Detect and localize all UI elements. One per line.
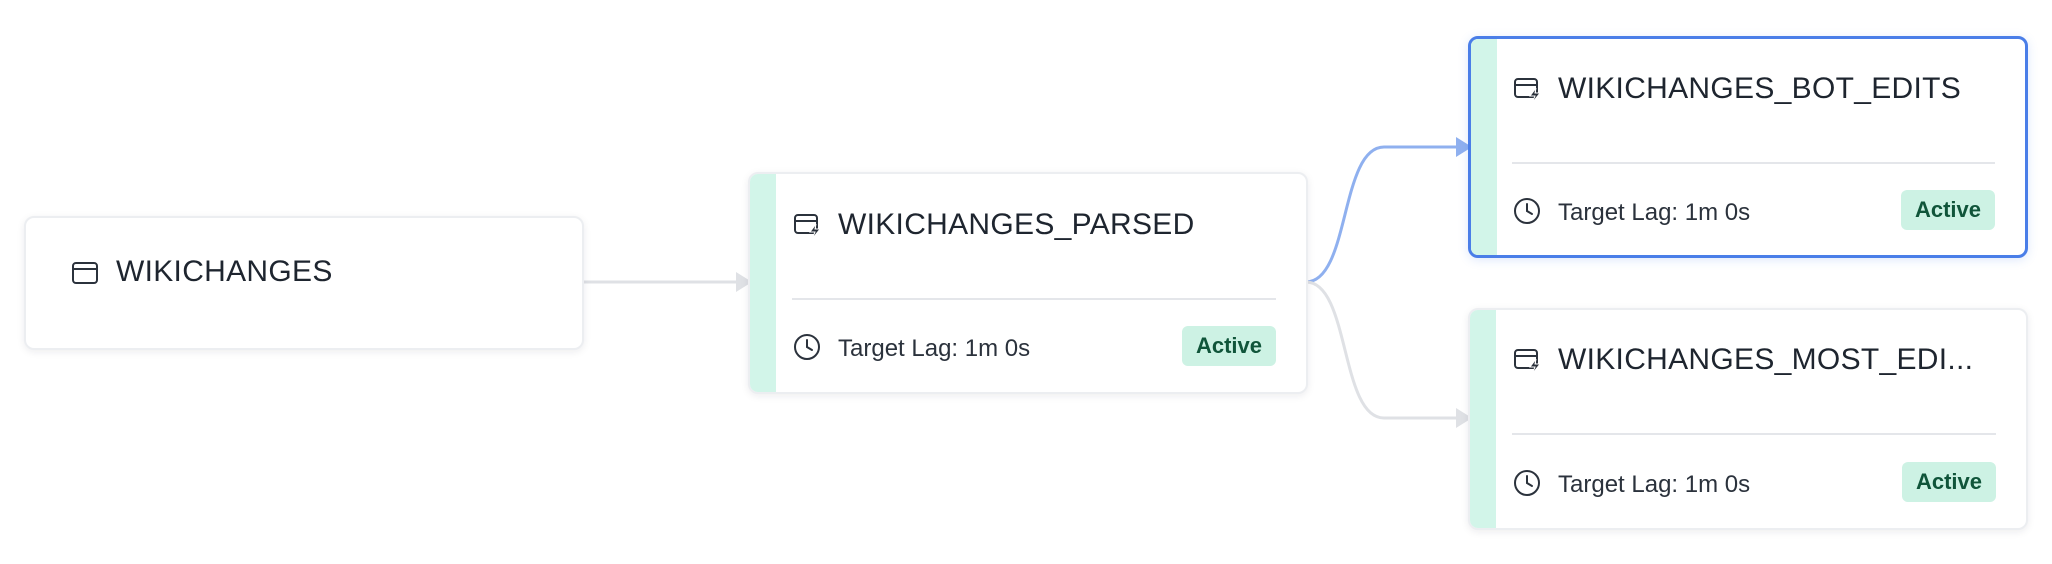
node-wikichanges[interactable]: WIKICHANGES [24,216,584,350]
node-accent-bar [1470,310,1496,528]
edge-parsed-to-most-edited [1305,280,1456,420]
target-lag-label: Target Lag: 1m 0s [1558,199,1751,226]
dynamic-table-icon [794,214,822,240]
target-lag-label: Target Lag: 1m 0s [1558,471,1751,498]
node-divider [1512,162,1995,164]
edge-parsed-to-bot-edits [1305,145,1456,284]
clock-icon [1514,198,1540,224]
node-title: WIKICHANGES_MOST_EDI... [1558,343,1974,376]
clock-icon [794,334,820,360]
node-title: WIKICHANGES [116,255,333,288]
node-divider [792,298,1276,300]
status-badge: Active [1900,190,1995,230]
node-title: WIKICHANGES_PARSED [838,208,1195,241]
table-icon [72,262,98,284]
node-accent-bar [750,174,776,392]
clock-icon [1514,470,1540,496]
dynamic-table-icon [1514,78,1542,104]
node-wikichanges-parsed[interactable]: WIKICHANGES_PARSED Target Lag: 1m 0s Act… [748,172,1308,394]
status-badge: Active [1181,326,1276,366]
target-lag-label: Target Lag: 1m 0s [838,335,1031,362]
node-divider [1512,433,1996,435]
status-badge: Active [1901,462,1996,502]
node-wikichanges-bot-edits[interactable]: WIKICHANGES_BOT_EDITS Target Lag: 1m 0s … [1468,36,2028,258]
node-title: WIKICHANGES_BOT_EDITS [1558,72,1962,105]
node-accent-bar [1471,39,1497,255]
node-wikichanges-most-edited[interactable]: WIKICHANGES_MOST_EDI... Target Lag: 1m 0… [1468,308,2028,530]
dynamic-table-icon [1514,349,1542,375]
